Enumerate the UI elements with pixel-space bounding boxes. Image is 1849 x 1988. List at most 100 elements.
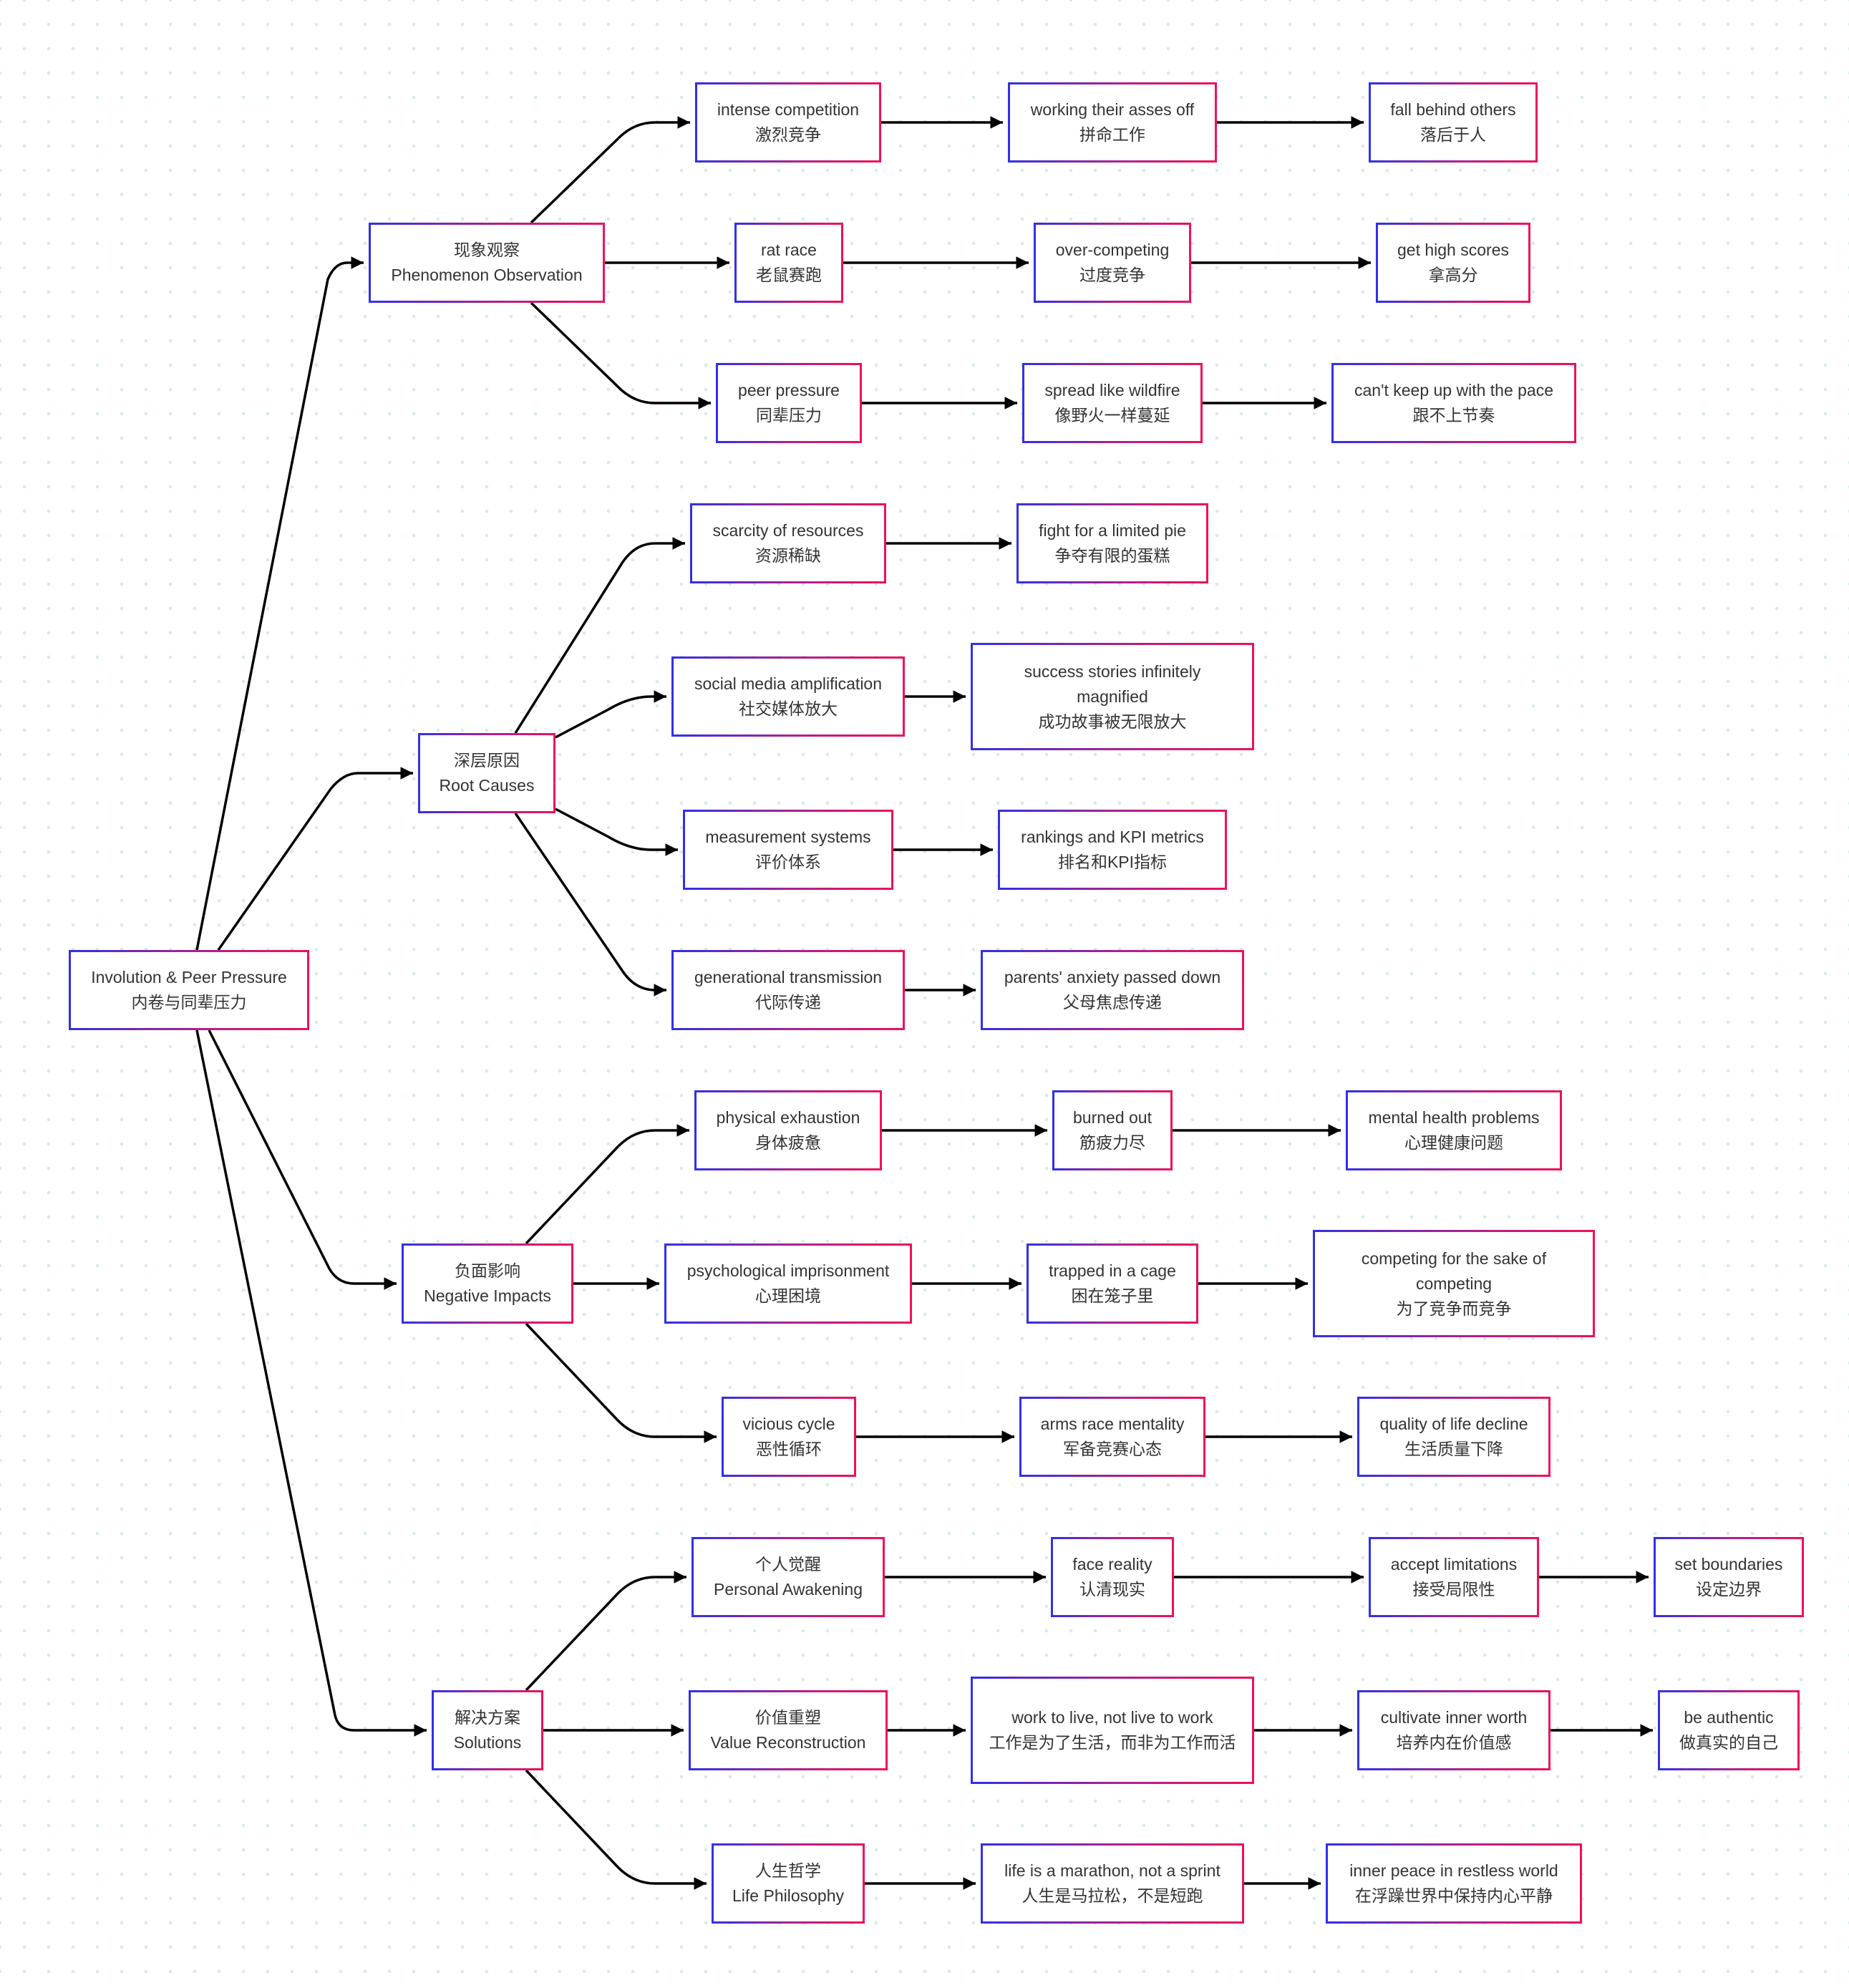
- node-working-asses-off[interactable]: working their asses off 拼命工作: [1008, 82, 1217, 163]
- node-label-en: measurement systems: [705, 828, 871, 846]
- node-label-en: burned out: [1073, 1108, 1152, 1127]
- node-label-en: Personal Awakening: [714, 1580, 863, 1599]
- node-scarcity[interactable]: scarcity of resources 资源稀缺: [690, 503, 886, 583]
- node-label-en: psychological imprisonment: [686, 1261, 890, 1280]
- node-label-zh: 心理健康问题: [1404, 1133, 1503, 1152]
- node-inner-worth[interactable]: cultivate inner worth 培养内在价值感: [1357, 1690, 1550, 1770]
- node-spread-wildfire[interactable]: spread like wildfire 像野火一样蔓延: [1022, 363, 1203, 443]
- node-label-en: Root Causes: [439, 776, 535, 795]
- node-label-en: over-competing: [1055, 241, 1170, 259]
- node-limited-pie[interactable]: fight for a limited pie 争夺有限的蛋糕: [1016, 503, 1208, 583]
- node-label-zh: 像野火一样蔓延: [1054, 406, 1170, 425]
- node-rat-race[interactable]: rat race 老鼠赛跑: [734, 223, 843, 303]
- node-label-en: competing for the sake of competing: [1361, 1248, 1547, 1293]
- node-label-en: scarcity of resources: [712, 521, 864, 540]
- node-phenomenon-observation[interactable]: 现象观察 Phenomenon Observation: [369, 223, 605, 303]
- node-value-reconstruction[interactable]: 价值重塑 Value Reconstruction: [689, 1690, 888, 1770]
- node-face-reality[interactable]: face reality 认清现实: [1051, 1537, 1174, 1617]
- node-label-zh: 培养内在价值感: [1396, 1733, 1512, 1752]
- node-label-en: Life Philosophy: [732, 1886, 844, 1905]
- node-success-stories[interactable]: success stories infinitely magnified 成功故…: [971, 643, 1254, 750]
- node-label-zh: 争夺有限的蛋糕: [1054, 546, 1170, 565]
- edge-root-to-solutions: [195, 1029, 427, 1737]
- node-keep-pace[interactable]: can't keep up with the pace 跟不上节奏: [1331, 363, 1576, 443]
- node-label-zh: 拿高分: [1428, 266, 1478, 284]
- node-label-zh: 同辈压力: [756, 406, 822, 425]
- node-intense-competition[interactable]: intense competition 激烈竞争: [695, 82, 881, 163]
- node-label-en: fight for a limited pie: [1039, 521, 1186, 540]
- node-label-en: physical exhaustion: [716, 1108, 860, 1127]
- edge-root-to-phenomenon: [195, 256, 364, 951]
- node-label-zh: 生活质量下降: [1404, 1440, 1503, 1458]
- node-personal-awakening[interactable]: 个人觉醒 Personal Awakening: [691, 1537, 885, 1617]
- node-label-zh: 价值重塑: [755, 1708, 821, 1727]
- node-work-to-live[interactable]: work to live, not live to work 工作是为了生活，而…: [971, 1677, 1254, 1784]
- node-label-en: can't keep up with the pace: [1354, 381, 1554, 399]
- edge-root-to-root-causes: [217, 767, 413, 951]
- node-over-competing[interactable]: over-competing 过度竞争: [1034, 223, 1191, 303]
- node-label-en: intense competition: [717, 100, 860, 119]
- edge-phenomenon-to-intense: [530, 116, 690, 224]
- node-rankings[interactable]: rankings and KPI metrics 排名和KPI指标: [998, 810, 1227, 890]
- node-high-scores[interactable]: get high scores 拿高分: [1376, 223, 1530, 303]
- node-social-media[interactable]: social media amplification 社交媒体放大: [671, 656, 905, 737]
- node-psychological-imprisonment[interactable]: psychological imprisonment 心理困境: [664, 1243, 912, 1324]
- node-trapped-cage[interactable]: trapped in a cage 困在笼子里: [1027, 1243, 1198, 1324]
- node-label-en: vicious cycle: [742, 1415, 835, 1433]
- node-parents-anxiety[interactable]: parents' anxiety passed down 父母焦虑传递: [981, 950, 1244, 1030]
- node-label-zh: 设定边界: [1696, 1580, 1762, 1599]
- node-label-zh: 拼命工作: [1079, 125, 1145, 144]
- node-label-zh: 评价体系: [755, 853, 821, 871]
- node-root[interactable]: Involution & Peer Pressure 内卷与同辈压力: [69, 950, 309, 1030]
- node-label-en: Solutions: [453, 1733, 522, 1752]
- node-label-en: arms race mentality: [1040, 1415, 1185, 1433]
- node-inner-peace[interactable]: inner peace in restless world 在浮躁世界中保持内心…: [1326, 1843, 1582, 1924]
- node-fall-behind[interactable]: fall behind others 落后于人: [1369, 82, 1538, 163]
- node-accept-limitations[interactable]: accept limitations 接受局限性: [1369, 1537, 1539, 1617]
- node-peer-pressure[interactable]: peer pressure 同辈压力: [716, 363, 862, 443]
- edge-causes-to-measurement: [555, 808, 678, 856]
- node-arms-race[interactable]: arms race mentality 军备竞赛心态: [1019, 1397, 1205, 1477]
- node-label-zh: 工作是为了生活，而非为工作而活: [989, 1733, 1236, 1752]
- node-life-philosophy[interactable]: 人生哲学 Life Philosophy: [712, 1843, 865, 1924]
- node-vicious-cycle[interactable]: vicious cycle 恶性循环: [722, 1397, 856, 1477]
- node-label-zh: 为了竞争而竞争: [1396, 1299, 1512, 1318]
- node-label-zh: 个人觉醒: [755, 1555, 821, 1574]
- node-label-en: cultivate inner worth: [1380, 1708, 1528, 1727]
- node-label-en: Value Reconstruction: [710, 1733, 866, 1752]
- edge-causes-to-scarcity: [514, 537, 685, 734]
- node-label-zh: 激烈竞争: [755, 125, 821, 144]
- node-root-causes[interactable]: 深层原因 Root Causes: [418, 733, 555, 813]
- node-measurement[interactable]: measurement systems 评价体系: [683, 810, 893, 890]
- node-marathon[interactable]: life is a marathon, not a sprint 人生是马拉松，…: [981, 1843, 1244, 1924]
- node-label-en: working their asses off: [1030, 100, 1195, 119]
- edge-negative-to-physical: [525, 1124, 689, 1245]
- node-label-en: rat race: [761, 241, 817, 259]
- node-label-en: life is a marathon, not a sprint: [1004, 1861, 1220, 1880]
- node-label-zh: 资源稀缺: [755, 546, 821, 565]
- node-label-en: quality of life decline: [1379, 1415, 1528, 1433]
- node-mental-health[interactable]: mental health problems 心理健康问题: [1346, 1090, 1562, 1170]
- node-label-zh: 内卷与同辈压力: [131, 993, 247, 1012]
- node-label-en: work to live, not live to work: [1011, 1708, 1213, 1727]
- node-be-authentic[interactable]: be authentic 做真实的自己: [1658, 1690, 1800, 1770]
- node-set-boundaries[interactable]: set boundaries 设定边界: [1654, 1537, 1804, 1617]
- node-generational[interactable]: generational transmission 代际传递: [671, 950, 905, 1030]
- node-label-en: fall behind others: [1390, 100, 1516, 119]
- node-label-zh: 筋疲力尽: [1079, 1133, 1145, 1152]
- node-quality-life[interactable]: quality of life decline 生活质量下降: [1357, 1397, 1550, 1477]
- node-negative-impacts[interactable]: 负面影响 Negative Impacts: [402, 1243, 573, 1324]
- node-physical-exhaustion[interactable]: physical exhaustion 身体疲惫: [694, 1090, 882, 1170]
- node-solutions[interactable]: 解决方案 Solutions: [432, 1690, 543, 1770]
- node-label-zh: 代际传递: [755, 993, 821, 1012]
- node-label-en: face reality: [1072, 1555, 1152, 1574]
- edge-phenomenon-to-peer: [530, 301, 711, 409]
- node-competing-sake[interactable]: competing for the sake of competing 为了竞争…: [1313, 1230, 1595, 1337]
- node-label-zh: 人生是马拉松，不是短跑: [1021, 1886, 1203, 1905]
- node-label-en: Phenomenon Observation: [391, 266, 583, 284]
- node-label-en: get high scores: [1397, 241, 1509, 259]
- node-burned-out[interactable]: burned out 筋疲力尽: [1052, 1090, 1173, 1170]
- node-label-zh: 接受局限性: [1412, 1580, 1495, 1599]
- node-label-zh: 现象观察: [454, 241, 520, 259]
